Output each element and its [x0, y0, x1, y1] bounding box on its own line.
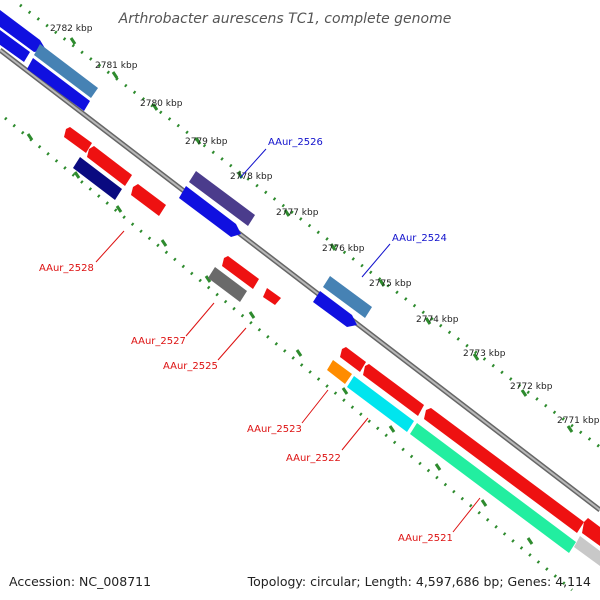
- tick-label: 2771 kbp: [557, 416, 600, 426]
- tick-label: 2773 kbp: [463, 349, 506, 359]
- gene-label-aaur-2524[interactable]: AAur_2524: [392, 233, 447, 244]
- gene-feature[interactable]: [34, 44, 98, 98]
- inner-ruler-ticks: [26, 133, 534, 545]
- gene-feature[interactable]: [87, 146, 132, 186]
- genome-summary-text: Topology: circular; Length: 4,597,686 bp…: [247, 574, 591, 589]
- gene-feature[interactable]: [340, 347, 366, 372]
- accession-text: Accession: NC_008711: [9, 574, 151, 589]
- gene-label-aaur-2527[interactable]: AAur_2527: [131, 336, 186, 347]
- gene-label-aaur-2526[interactable]: AAur_2526: [268, 137, 323, 148]
- gene-feature[interactable]: [64, 127, 92, 153]
- gene-label-aaur-2521[interactable]: AAur_2521: [398, 533, 453, 544]
- gene-label-aaur-2522[interactable]: AAur_2522: [286, 453, 341, 464]
- gene-feature-aaur-2525[interactable]: [263, 288, 281, 305]
- tick-label: 2775 kbp: [369, 279, 412, 289]
- tick-label: 2779 kbp: [185, 137, 228, 147]
- gene-feature[interactable]: [179, 186, 241, 237]
- tick-label: 2778 kbp: [230, 172, 273, 182]
- tick-label: 2776 kbp: [322, 244, 365, 254]
- gene-feature[interactable]: [574, 536, 600, 566]
- forward-features: [0, 10, 372, 327]
- gene-feature-aaur-2523[interactable]: [327, 360, 352, 384]
- gene-feature[interactable]: [363, 364, 424, 416]
- tick-label: 2777 kbp: [276, 208, 319, 218]
- gene-feature[interactable]: [27, 58, 90, 111]
- gene-feature[interactable]: [73, 157, 122, 200]
- outer-ruler: [19, 3, 600, 449]
- gene-feature[interactable]: [131, 184, 166, 216]
- gene-feature[interactable]: [582, 518, 600, 546]
- tick-label: 2772 kbp: [510, 382, 553, 392]
- gene-feature-aaur-2522[interactable]: [347, 376, 414, 432]
- gene-feature[interactable]: [0, 10, 46, 52]
- gene-label-aaur-2525[interactable]: AAur_2525: [163, 361, 218, 372]
- gene-feature[interactable]: [424, 408, 584, 533]
- tick-label: 2782 kbp: [50, 24, 93, 34]
- gene-feature-aaur-2526[interactable]: [189, 171, 255, 226]
- map-title: Arthrobacter aurescens TC1, complete gen…: [118, 11, 452, 27]
- inner-ruler: [4, 116, 573, 592]
- gene-feature[interactable]: [313, 291, 357, 327]
- gene-feature[interactable]: [222, 256, 259, 289]
- gene-feature-aaur-2524[interactable]: [323, 276, 372, 318]
- gene-label-aaur-2528[interactable]: AAur_2528: [39, 263, 94, 274]
- tick-label: 2774 kbp: [416, 315, 459, 325]
- gene-feature-aaur-2521[interactable]: [410, 423, 576, 553]
- gene-feature-aaur-2527[interactable]: [208, 267, 247, 302]
- outer-ruler-ticks: [69, 37, 574, 433]
- label-leaders: [95, 148, 481, 533]
- gene-label-aaur-2523[interactable]: AAur_2523: [247, 424, 302, 435]
- tick-label: 2781 kbp: [95, 61, 138, 71]
- gene-feature[interactable]: [0, 30, 30, 62]
- tick-label: 2780 kbp: [140, 99, 183, 109]
- reverse-features: [64, 127, 600, 566]
